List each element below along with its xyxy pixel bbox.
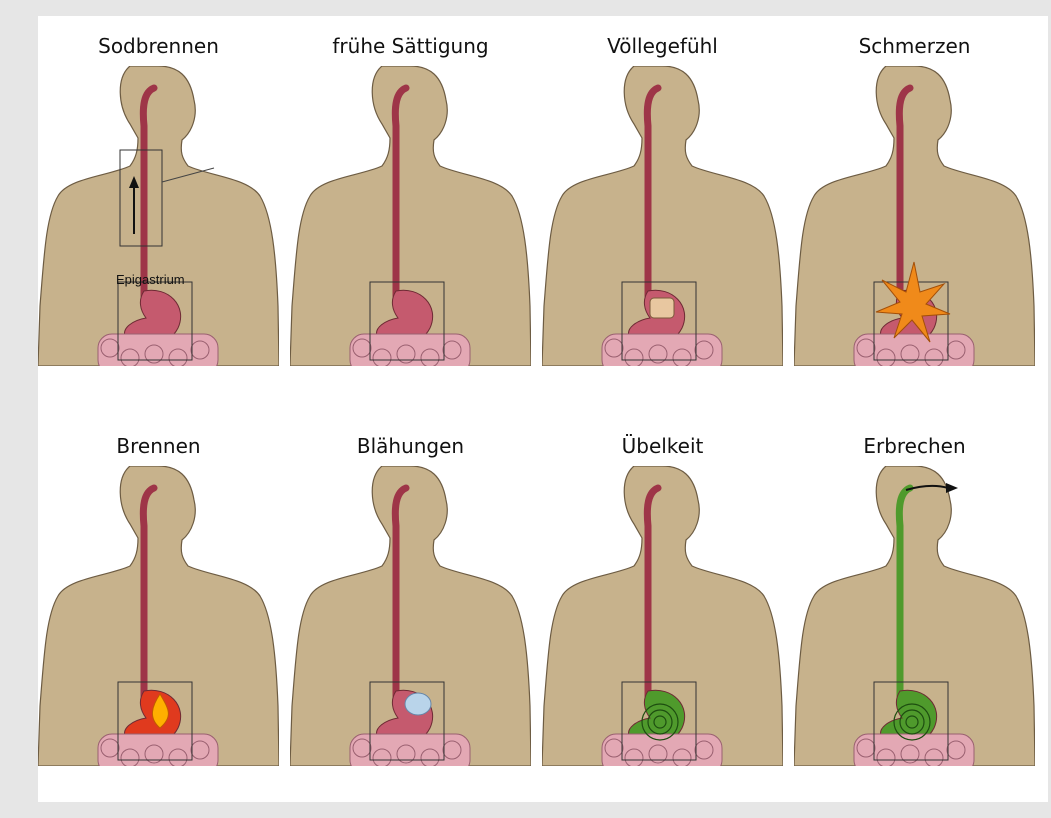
- panel-label: Sodbrennen: [38, 34, 279, 58]
- panel-erbrechen: Erbrechen: [794, 416, 1035, 766]
- panel-blaehungen: Blähungen: [290, 416, 531, 766]
- epigastrium-label: Epigastrium: [116, 272, 185, 287]
- intestines: [602, 734, 722, 766]
- intestines: [350, 734, 470, 766]
- panel-voellegefuehl: Völlegefühl: [542, 16, 783, 366]
- panel-sodbrennen: Sodbrennen Epigastrium: [38, 16, 279, 366]
- intestines: [350, 334, 470, 366]
- intestines: [98, 334, 218, 366]
- panel-schmerzen: Schmerzen: [794, 16, 1035, 366]
- panel-brennen: Brennen: [38, 416, 279, 766]
- panel-label: Übelkeit: [542, 434, 783, 458]
- panel-label: frühe Sättigung: [290, 34, 531, 58]
- panel-label: Schmerzen: [794, 34, 1035, 58]
- panel-label: Erbrechen: [794, 434, 1035, 458]
- panel-uebelkeit: Übelkeit: [542, 416, 783, 766]
- vomit-arrow-head: [946, 483, 958, 493]
- intestines: [854, 334, 974, 366]
- food-items: [650, 298, 674, 318]
- intestines: [602, 334, 722, 366]
- gas-bubble: [405, 693, 431, 715]
- intestines: [854, 734, 974, 766]
- panel-label: Blähungen: [290, 434, 531, 458]
- intestines: [98, 734, 218, 766]
- panel-label: Völlegefühl: [542, 34, 783, 58]
- panel-fruehe_saettigung: frühe Sättigung: [290, 16, 531, 366]
- panel-label: Brennen: [38, 434, 279, 458]
